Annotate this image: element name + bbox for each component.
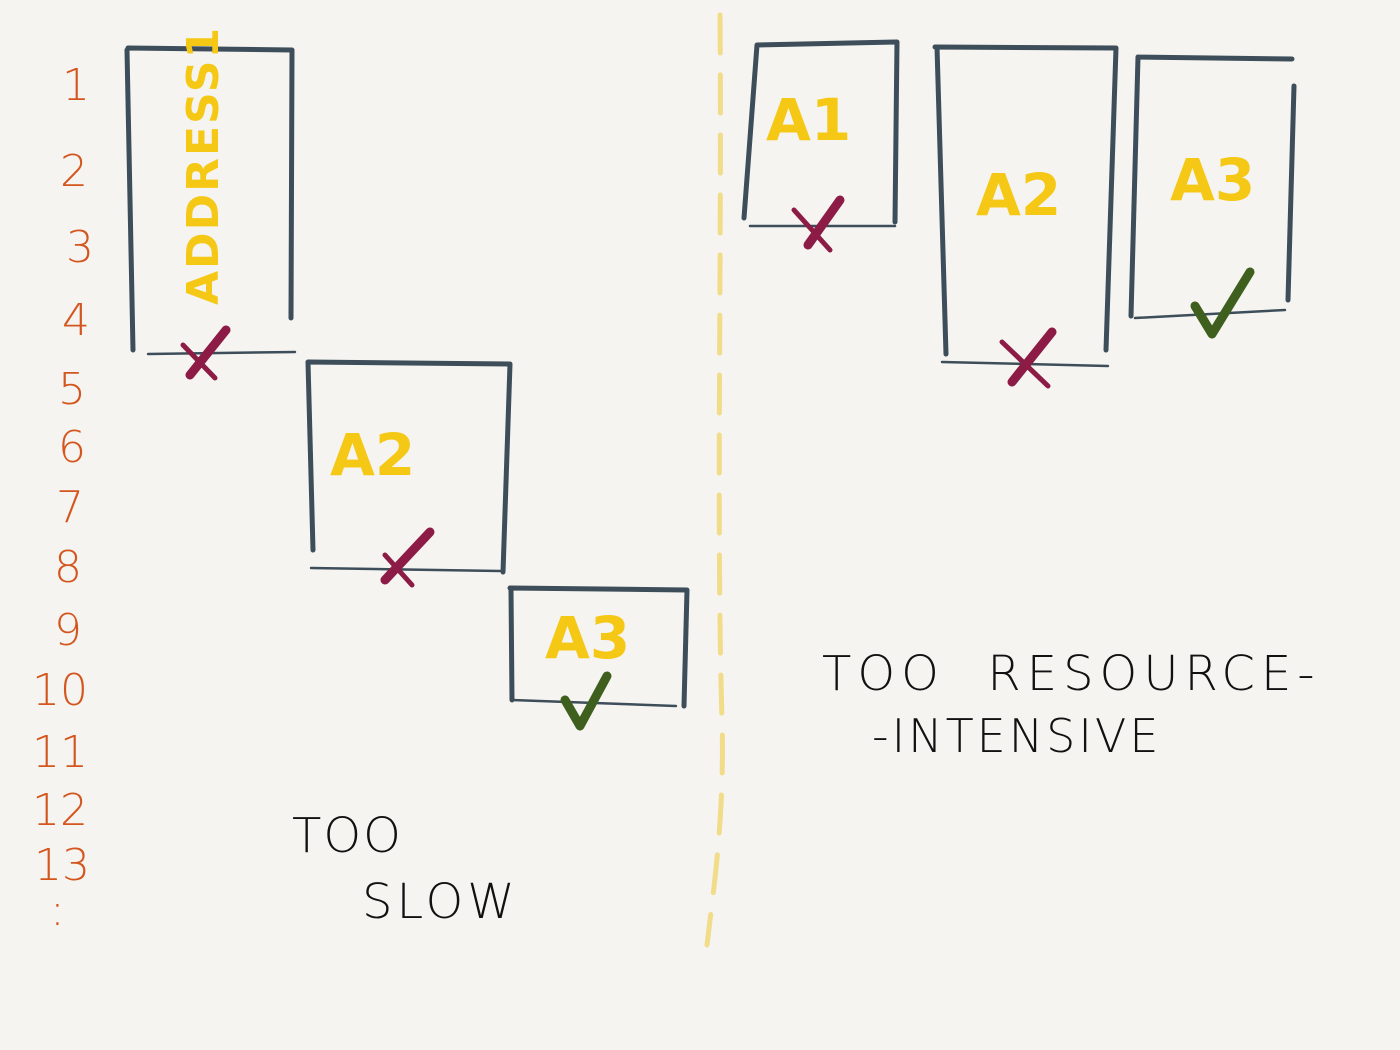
line-number: 11 <box>32 727 88 778</box>
right-box-a1: A1 <box>741 39 900 253</box>
right-box-a2: A2 <box>932 44 1119 389</box>
left-box-a2: A2 <box>305 359 513 588</box>
right-box-a3: A3 <box>1128 54 1297 339</box>
left-box1-label: ADDRESS1 <box>178 26 229 305</box>
left-caption-line2: SLOW <box>362 874 519 930</box>
right-caption-line2: -INTENSIVE <box>872 709 1161 763</box>
line-number: 8 <box>54 542 82 593</box>
line-number: 6 <box>58 422 86 473</box>
cross-icon <box>791 195 845 253</box>
line-number: 7 <box>56 482 84 533</box>
section-divider <box>704 12 725 948</box>
left-caption: TOO SLOW <box>292 808 519 930</box>
right-box3-label: A3 <box>1170 146 1255 214</box>
right-box1-label: A1 <box>766 86 851 154</box>
left-box-address1: ADDRESS1 <box>124 26 297 381</box>
check-icon <box>1190 267 1255 339</box>
line-number: 4 <box>62 295 90 346</box>
line-number: 5 <box>58 364 86 415</box>
right-box2-label: A2 <box>976 161 1061 229</box>
right-caption-line1: TOO RESOURCE- <box>822 646 1321 702</box>
line-number: 3 <box>66 222 94 273</box>
cross-icon <box>999 327 1057 389</box>
cross-icon <box>180 325 231 381</box>
line-number: 2 <box>60 146 88 197</box>
line-number: 1 <box>62 60 90 111</box>
line-number: 9 <box>54 605 82 656</box>
check-icon <box>560 671 612 731</box>
left-caption-line1: TOO <box>292 808 403 864</box>
line-number: 13 <box>34 840 90 891</box>
line-numbers: 1 2 3 4 5 6 7 8 9 10 11 12 13 : <box>32 60 94 936</box>
line-number: 10 <box>32 665 88 716</box>
line-number: 12 <box>32 785 88 836</box>
left-box-a3: A3 <box>507 585 690 731</box>
left-box3-label: A3 <box>545 604 630 672</box>
cross-icon <box>380 527 435 588</box>
left-box2-label: A2 <box>330 421 415 489</box>
right-caption: TOO RESOURCE- -INTENSIVE <box>822 646 1321 763</box>
line-number: : <box>50 885 65 936</box>
